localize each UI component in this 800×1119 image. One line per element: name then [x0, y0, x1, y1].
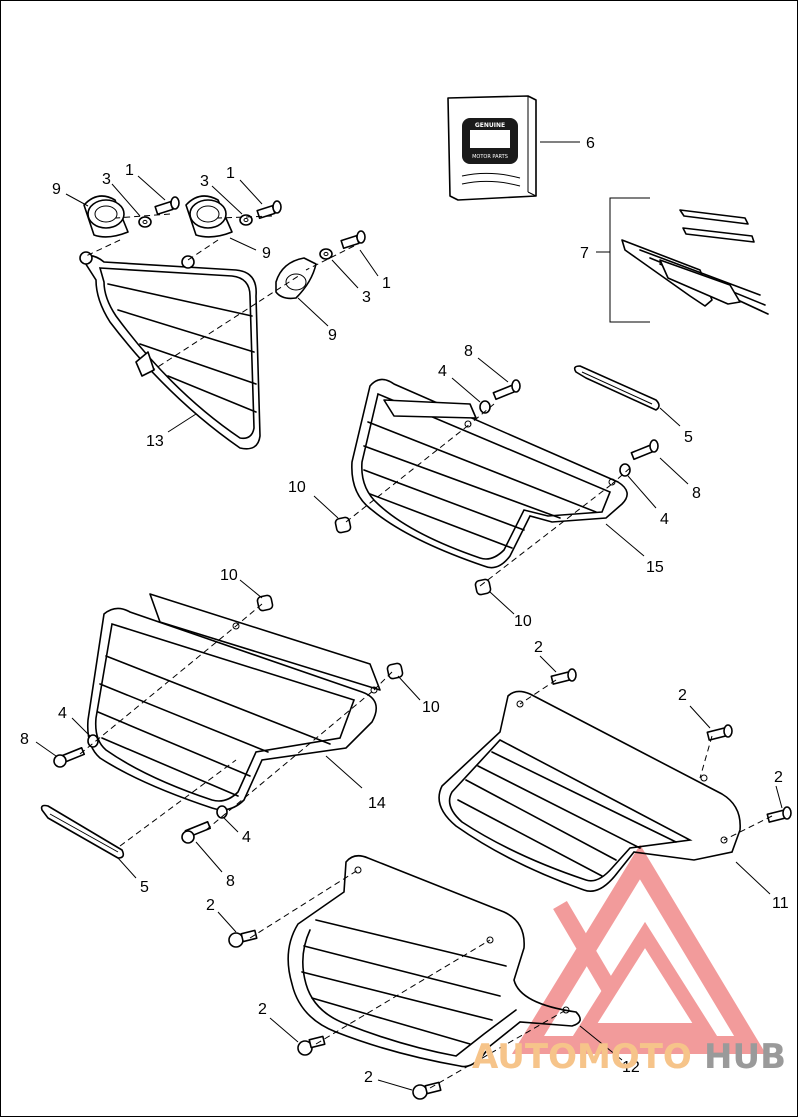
callout-8: 8 — [20, 731, 29, 748]
screw-icon — [340, 230, 366, 250]
callout-2: 2 — [774, 769, 783, 786]
manual-badge-top: GENUINE — [475, 122, 505, 129]
bolt-icon — [630, 439, 659, 461]
callout-1: 1 — [226, 165, 235, 182]
callout-2: 2 — [258, 1001, 267, 1018]
middle-guard-14 — [86, 593, 381, 811]
callout-5: 5 — [684, 429, 693, 446]
callout-7: 7 — [580, 245, 589, 262]
callout-11: 11 — [772, 895, 789, 912]
service-manual-icon: GENUINE MOTOR PARTS — [447, 95, 537, 201]
callout-9: 9 — [262, 245, 271, 262]
callout-10: 10 — [220, 567, 238, 584]
screw-icon — [550, 668, 577, 685]
callout-8: 8 — [226, 873, 235, 890]
clamp-icon — [83, 195, 129, 238]
callout-4: 4 — [242, 829, 251, 846]
callout-4: 4 — [660, 511, 669, 528]
callouts: 1 1 1 2 2 2 2 2 2 3 3 3 4 4 4 4 5 5 6 7 … — [20, 135, 789, 1086]
callout-4: 4 — [438, 363, 447, 380]
callout-5: 5 — [140, 879, 149, 896]
leader-lines — [35, 141, 783, 1091]
callout-6: 6 — [586, 135, 595, 152]
lower-guard-11 — [438, 690, 741, 892]
callout-10: 10 — [514, 613, 532, 630]
pad-icon — [573, 365, 660, 411]
callout-2: 2 — [364, 1069, 373, 1086]
callout-9: 9 — [328, 327, 337, 344]
callout-2: 2 — [206, 897, 215, 914]
watermark-logo-icon — [511, 844, 766, 1054]
callout-1: 1 — [382, 275, 391, 292]
pad-icon — [40, 804, 125, 859]
washer-icon — [138, 216, 152, 228]
washer-icon — [319, 248, 333, 260]
callout-13: 13 — [146, 433, 164, 450]
callout-10: 10 — [288, 479, 306, 496]
bolt-icon — [181, 820, 212, 844]
callout-3: 3 — [200, 173, 209, 190]
screw-icon — [297, 1035, 326, 1056]
callout-10: 10 — [422, 699, 440, 716]
middle-guard-15 — [351, 378, 628, 569]
callout-4: 4 — [58, 705, 67, 722]
callout-3: 3 — [102, 171, 111, 188]
callout-15: 15 — [646, 559, 664, 576]
watermark-text: AUTOMOTO HUB — [472, 1037, 786, 1077]
screw-icon — [412, 1081, 442, 1100]
watermark-word-automoto: AUTOMOTO — [472, 1037, 692, 1077]
assembly-lines — [79, 213, 773, 1089]
screw-icon — [766, 806, 792, 823]
callout-2: 2 — [678, 687, 687, 704]
washer-icon — [239, 214, 253, 226]
watermark-word-hub: HUB — [704, 1037, 786, 1077]
upper-guard-13 — [79, 251, 261, 450]
spacer-icon — [256, 594, 274, 612]
callout-8: 8 — [692, 485, 701, 502]
bolt-icon — [492, 379, 521, 401]
callout-12: 12 — [622, 1059, 640, 1076]
callout-8: 8 — [464, 343, 473, 360]
manual-badge-bottom: MOTOR PARTS — [472, 154, 508, 160]
clamp-icon — [185, 195, 233, 238]
clamp-icon — [275, 257, 317, 300]
washer-icon — [619, 463, 631, 477]
callout-9: 9 — [52, 181, 61, 198]
washer-icon — [87, 734, 99, 748]
screw-icon — [154, 196, 180, 216]
callout-2: 2 — [534, 639, 543, 656]
callout-1: 1 — [125, 162, 134, 179]
callout-3: 3 — [362, 289, 371, 306]
spacer-icon — [386, 662, 404, 680]
spacer-icon — [474, 578, 492, 596]
bolt-icon — [53, 746, 86, 768]
tool-kit-icon — [609, 197, 769, 323]
callout-14: 14 — [368, 795, 386, 812]
screw-icon — [228, 929, 258, 948]
